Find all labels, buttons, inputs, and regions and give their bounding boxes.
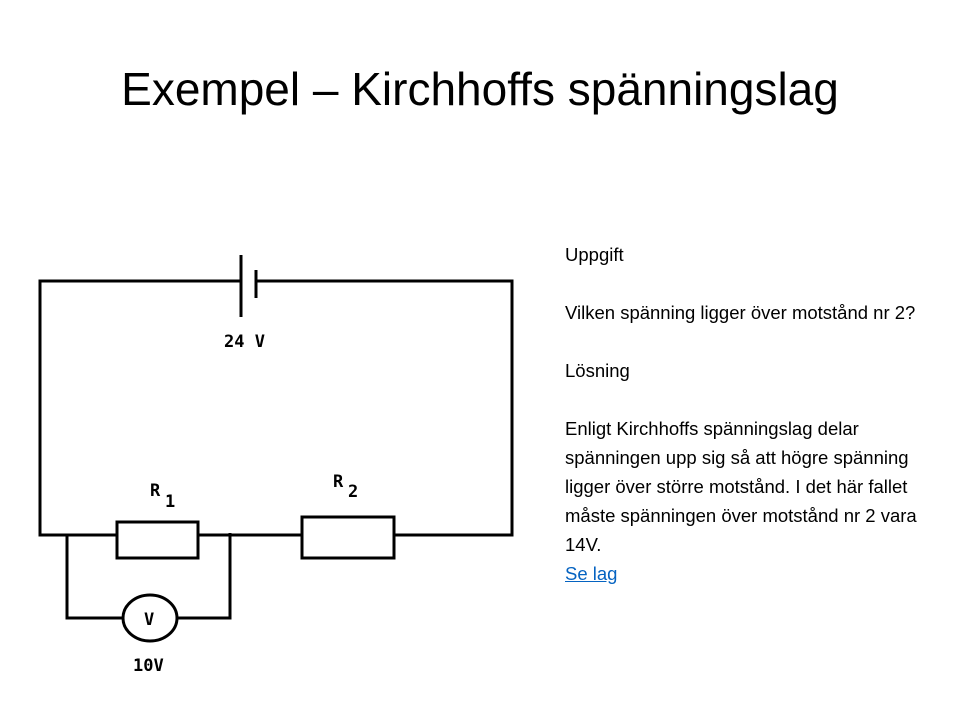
resistor-r2 [300,515,396,560]
task-heading: Uppgift [565,244,624,265]
see-law-link[interactable]: Se lag [565,563,618,584]
circuit-diagram: 24 V R 1 R 2 V 10V [38,255,514,676]
explanation-text: Uppgift Vilken spänning ligger över mots… [565,240,945,588]
r1-label: R [150,481,161,501]
r2-subscript: 2 [348,482,358,502]
resistor-r1 [115,520,200,560]
slide-title: Exempel – Kirchhoffs spänningslag [121,63,839,115]
task-question: Vilken spänning ligger över motstånd nr … [565,302,916,323]
battery-label: 24 V [224,332,265,352]
r2-label: R [333,472,344,492]
voltmeter [121,593,179,643]
solution-text: Enligt Kirchhoffs spänningslag delar spä… [565,418,917,555]
r1-subscript: 1 [165,492,175,512]
wire-voltmeter [65,533,232,620]
wire-main-loop [38,279,514,537]
voltmeter-symbol: V [144,610,154,630]
solution-heading: Lösning [565,360,630,381]
voltmeter-reading: 10V [133,656,164,676]
